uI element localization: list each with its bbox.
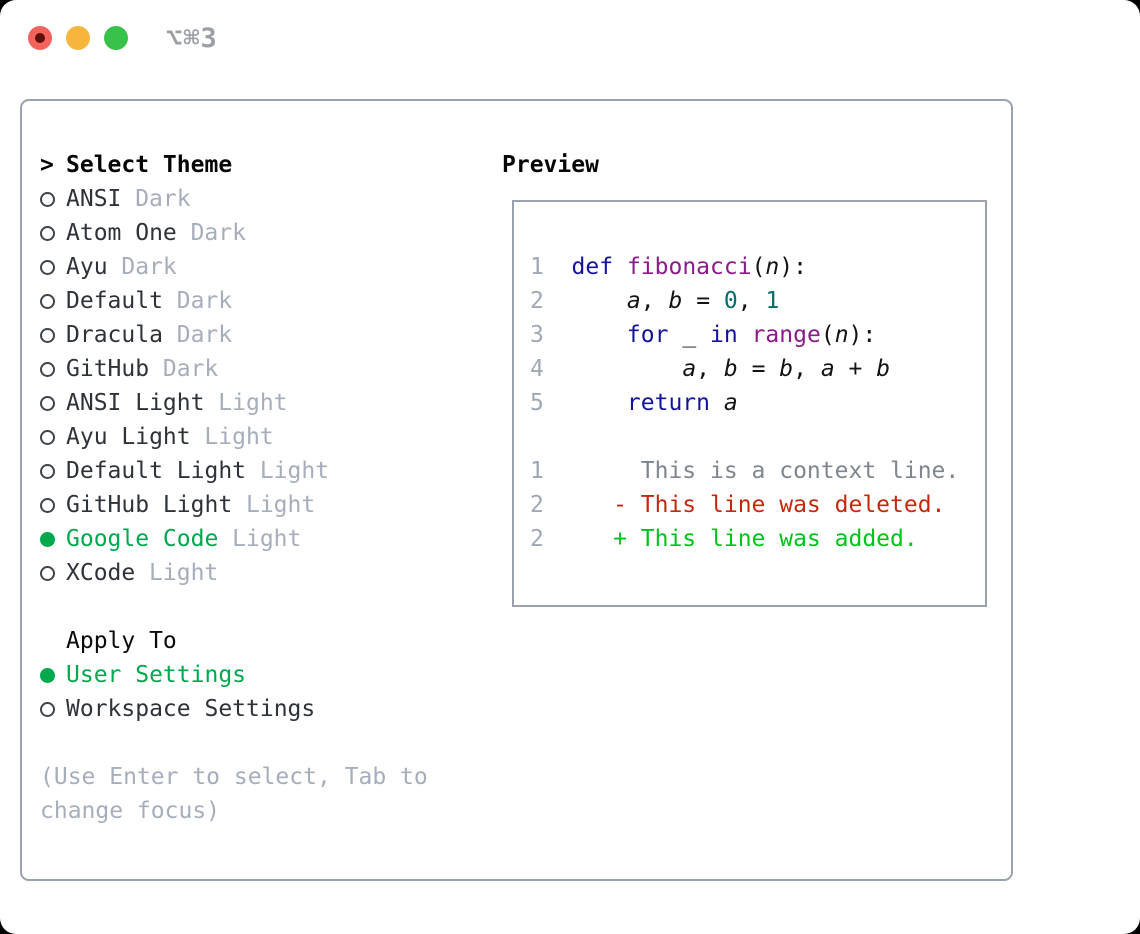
theme-option-dracula[interactable]: Dracula Dark bbox=[40, 318, 495, 352]
preview-line: 4 a, b = b, a + b bbox=[530, 352, 977, 386]
preview-line: 3 for _ in range(n): bbox=[530, 318, 977, 352]
apply-option-user-settings[interactable]: User Settings bbox=[40, 658, 495, 692]
radio-icon bbox=[40, 293, 55, 309]
theme-option-ansi-light[interactable]: ANSI Light Light bbox=[40, 386, 495, 420]
theme-variant: Light bbox=[149, 560, 219, 586]
preview-line: 2 + This line was added. bbox=[530, 522, 977, 556]
theme-option-atom-one[interactable]: Atom One Dark bbox=[40, 216, 495, 250]
radio-icon bbox=[40, 395, 55, 411]
theme-option-default-light[interactable]: Default Light Light bbox=[40, 454, 495, 488]
radio-icon bbox=[40, 259, 55, 275]
theme-option-google-code[interactable]: Google Code Light bbox=[40, 522, 495, 556]
theme-variant: Light bbox=[245, 492, 316, 518]
line-number: 2 bbox=[530, 492, 544, 518]
prompt-caret-icon: > bbox=[40, 152, 54, 178]
radio-icon bbox=[40, 701, 55, 717]
spacer bbox=[40, 726, 495, 760]
theme-name: ANSI Light bbox=[66, 390, 205, 416]
theme-name: XCode bbox=[66, 560, 136, 586]
preview-header: Preview bbox=[502, 152, 599, 178]
radio-icon bbox=[40, 191, 55, 207]
theme-name: Default bbox=[66, 288, 163, 314]
apply-option-label: Workspace Settings bbox=[66, 696, 316, 722]
radio-icon bbox=[40, 429, 55, 445]
theme-variant: Dark bbox=[135, 186, 191, 212]
theme-variant: Light bbox=[204, 424, 274, 450]
theme-option-ansi[interactable]: ANSI Dark bbox=[40, 182, 495, 216]
radio-icon bbox=[40, 463, 55, 479]
line-number: 2 bbox=[530, 288, 544, 314]
theme-option-default[interactable]: Default Dark bbox=[40, 284, 495, 318]
radio-icon bbox=[40, 225, 55, 241]
theme-option-ayu[interactable]: Ayu Dark bbox=[40, 250, 495, 284]
theme-name: Default Light bbox=[66, 458, 247, 484]
theme-name: Atom One bbox=[66, 220, 177, 246]
theme-option-xcode[interactable]: XCode Light bbox=[40, 556, 495, 590]
close-button-dot-icon bbox=[35, 33, 45, 43]
theme-variant: Light bbox=[259, 458, 330, 484]
radio-selected-icon bbox=[40, 531, 55, 547]
theme-option-github[interactable]: GitHub Dark bbox=[40, 352, 495, 386]
theme-variant: Dark bbox=[121, 254, 177, 280]
window-titlebar: ⌥⌘3 bbox=[0, 0, 1140, 76]
apply-option-label: User Settings bbox=[66, 662, 247, 688]
line-number: 4 bbox=[530, 356, 544, 382]
theme-option-ayu-light[interactable]: Ayu Light Light bbox=[40, 420, 495, 454]
help-text: (Use Enter to select, Tab to change focu… bbox=[40, 764, 428, 824]
theme-name: Ayu Light bbox=[66, 424, 191, 450]
zoom-button[interactable] bbox=[104, 26, 128, 50]
theme-variant: Dark bbox=[176, 288, 233, 314]
theme-name: GitHub Light bbox=[66, 492, 233, 518]
line-number: 3 bbox=[530, 322, 544, 348]
radio-selected-icon bbox=[40, 667, 55, 683]
apply-option-workspace-settings[interactable]: Workspace Settings bbox=[40, 692, 495, 726]
radio-icon bbox=[40, 565, 55, 581]
theme-variant: Dark bbox=[190, 220, 246, 246]
select-theme-title: Select Theme bbox=[66, 152, 233, 178]
minimize-button[interactable] bbox=[66, 26, 90, 50]
preview-line: 2 a, b = 0, 1 bbox=[530, 284, 977, 318]
theme-name: ANSI bbox=[66, 186, 122, 212]
line-number: 2 bbox=[530, 526, 544, 552]
theme-option-github-light[interactable]: GitHub Light Light bbox=[40, 488, 495, 522]
line-number: 5 bbox=[530, 390, 544, 416]
apply-to-header: Apply To bbox=[66, 628, 177, 654]
window-shortcut-label: ⌥⌘3 bbox=[166, 23, 218, 54]
theme-variant: Light bbox=[218, 390, 288, 416]
theme-name: GitHub bbox=[66, 356, 150, 382]
theme-variant: Light bbox=[232, 526, 302, 552]
line-number: 1 bbox=[530, 458, 544, 484]
theme-name: Ayu bbox=[66, 254, 108, 280]
close-button[interactable] bbox=[28, 26, 52, 50]
preview-line: 1 This is a context line. bbox=[530, 454, 977, 488]
theme-variant: Dark bbox=[162, 356, 219, 382]
preview-line: 5 return a bbox=[530, 386, 977, 420]
radio-icon bbox=[40, 497, 55, 513]
select-theme-header: > Select Theme bbox=[40, 148, 495, 182]
line-number: 1 bbox=[530, 254, 544, 280]
theme-name: Google Code bbox=[66, 526, 219, 552]
preview-line: 2 - This line was deleted. bbox=[530, 488, 977, 522]
preview-line bbox=[530, 420, 977, 454]
radio-icon bbox=[40, 327, 55, 343]
radio-icon bbox=[40, 361, 55, 377]
theme-variant: Dark bbox=[176, 322, 233, 348]
spacer bbox=[40, 590, 495, 624]
theme-name: Dracula bbox=[66, 322, 163, 348]
